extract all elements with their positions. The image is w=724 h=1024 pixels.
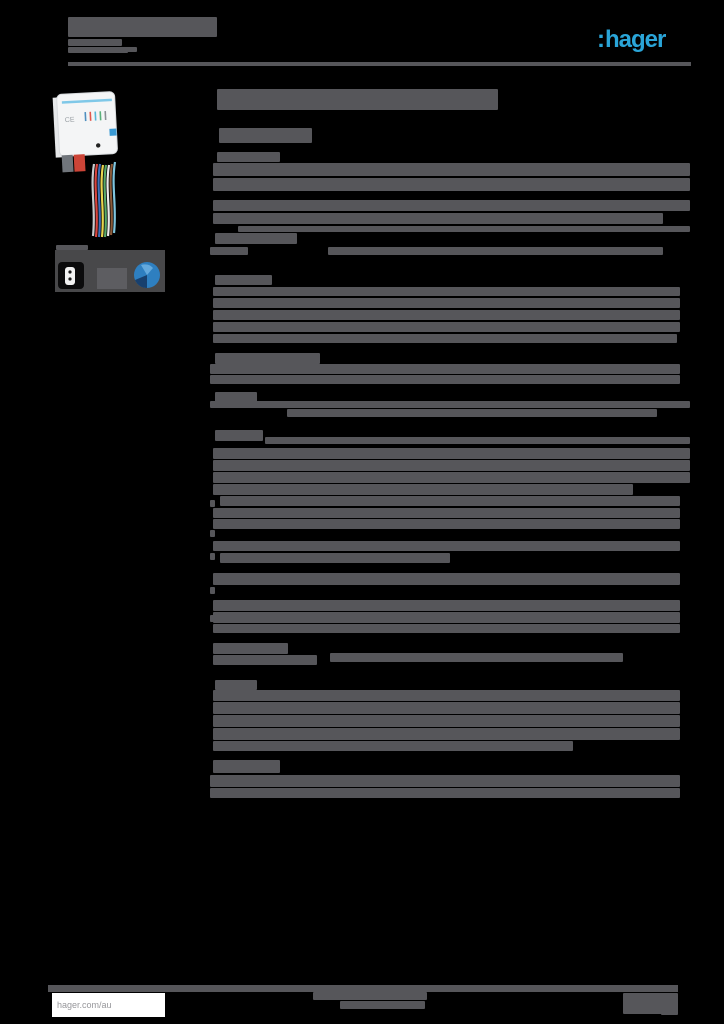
greeked-text-bar (215, 353, 320, 364)
greeked-text-bar (213, 600, 680, 611)
accessory-photo-image (55, 250, 165, 292)
greeked-text-bar (328, 247, 663, 255)
greeked-text-bar (213, 508, 680, 518)
greeked-text-bar (210, 775, 680, 787)
greeked-text-bar (213, 334, 677, 343)
greeked-text-bar (213, 178, 690, 191)
footer-website-link[interactable]: hager.com/au (57, 1000, 112, 1010)
blue-knob-highlight (141, 264, 153, 275)
greeked-text-bar (213, 298, 680, 308)
greeked-text-bar (215, 680, 257, 690)
greeked-text-bar (213, 322, 680, 332)
device-blue-strip (61, 98, 112, 104)
greeked-text-bar (210, 553, 215, 560)
header-title-bar (123, 47, 137, 52)
header-divider (68, 62, 691, 66)
footer-website-box: hager.com/au (52, 993, 165, 1017)
greeked-text-bar (265, 437, 690, 444)
greeked-text-bar (213, 460, 690, 471)
greeked-text-bar (210, 247, 248, 255)
greeked-text-bar (210, 401, 690, 408)
bus-terminal-gray (61, 154, 74, 173)
greeked-text-bar (210, 530, 215, 537)
greeked-text-bar (210, 500, 215, 507)
hager-logo-mark: : (597, 26, 605, 53)
greeked-text-bar (213, 741, 573, 751)
greeked-text-bar (215, 275, 272, 285)
footer-smallprint-bar (340, 1001, 425, 1009)
greeked-text-bar (213, 624, 680, 633)
greeked-text-bar (213, 287, 680, 296)
bus-terminal-red (73, 154, 86, 172)
greeked-text-bar (213, 573, 680, 585)
header-title-bar (68, 47, 128, 53)
greeked-text-bar (219, 128, 312, 143)
accessory-module-block (97, 268, 127, 289)
greeked-text-bar (213, 690, 680, 701)
greeked-text-bar (213, 760, 280, 773)
hager-logo: :hager (597, 28, 693, 54)
footer-page-number-bar (661, 1008, 678, 1015)
greeked-text-bar (213, 728, 680, 740)
greeked-text-bar (287, 409, 657, 417)
blue-knob-shadow (135, 275, 147, 288)
greeked-text-bar (330, 653, 623, 662)
port-pin-top (68, 270, 72, 274)
programming-connector-blue (109, 128, 117, 136)
greeked-text-bar (210, 587, 215, 594)
label-tick-red (89, 111, 92, 121)
greeked-text-bar (213, 448, 690, 459)
greeked-text-bar (213, 655, 317, 665)
greeked-text-bar (210, 615, 215, 622)
greeked-text-bar (213, 643, 288, 654)
greeked-text-bar (213, 472, 690, 483)
greeked-text-bar (213, 612, 680, 623)
greeked-text-bar (210, 364, 680, 374)
accessory-caption-bar (56, 245, 88, 250)
greeked-text-bar (213, 519, 680, 529)
greeked-text-bar (215, 430, 263, 441)
greeked-text-bar (210, 788, 680, 798)
greeked-text-bar (213, 310, 680, 320)
greeked-text-bar (213, 484, 633, 495)
greeked-text-bar (213, 541, 680, 551)
header-title-bar (68, 17, 217, 37)
greeked-text-bar (215, 392, 257, 402)
footer-smallprint-bar (313, 992, 427, 1000)
greeked-text-bar (215, 233, 297, 244)
label-tick-green (99, 111, 102, 121)
greeked-text-bar (238, 226, 690, 232)
port-pin-bottom (68, 277, 72, 281)
greeked-text-bar (217, 89, 498, 110)
greeked-text-bar (213, 715, 680, 727)
hager-logo-text: hager (605, 26, 666, 53)
programming-button (95, 143, 101, 148)
ce-mark: CE (65, 117, 75, 125)
greeked-text-bar (217, 152, 280, 162)
header-title-bar (68, 39, 122, 46)
greeked-text-bar (210, 375, 680, 384)
device-front-face (56, 91, 118, 157)
product-photo-knx-device-image: CE (52, 91, 118, 238)
label-tick-cyan (94, 111, 97, 121)
wire-bundle (91, 161, 117, 238)
greeked-text-bar (213, 200, 690, 211)
greeked-text-bar (213, 213, 663, 224)
footer-divider (48, 985, 678, 992)
greeked-text-bar (220, 496, 680, 506)
usb-port-slot (65, 267, 75, 285)
label-tick-gray (104, 110, 107, 121)
greeked-text-bar (213, 163, 690, 176)
greeked-text-bar (213, 702, 680, 714)
label-tick-blue (84, 112, 87, 122)
greeked-text-bar (220, 553, 450, 563)
